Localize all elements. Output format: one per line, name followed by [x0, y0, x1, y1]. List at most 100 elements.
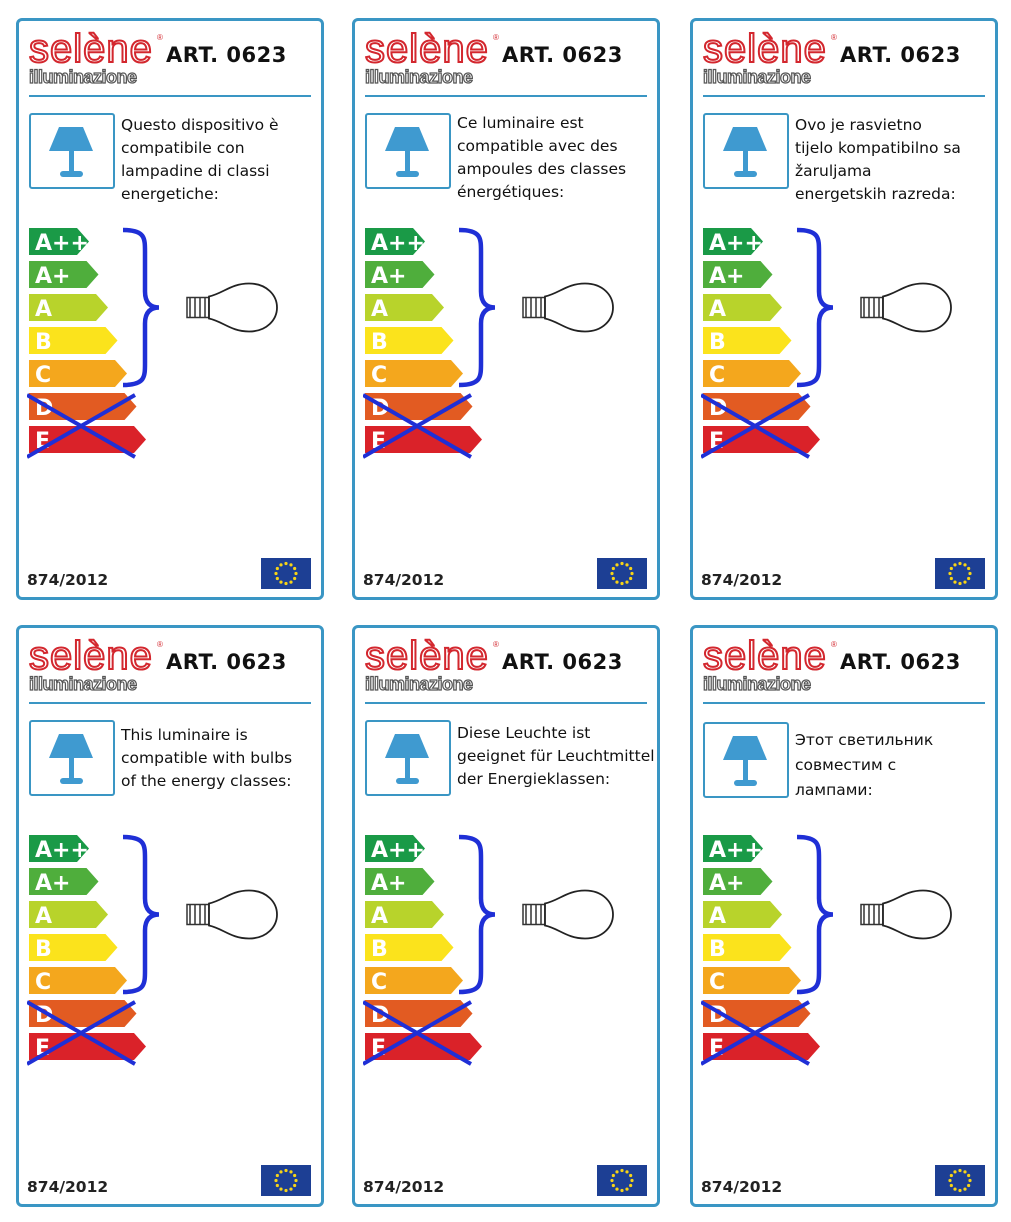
energy-class-bar-Aplus: A+: [29, 261, 99, 289]
compatibility-text-line: This luminaire is: [121, 726, 248, 744]
lamp-icon-box: [29, 113, 115, 189]
lamp-icon-box: [703, 113, 789, 189]
energy-class-bar-B: B: [29, 327, 118, 355]
energy-class-label: C: [709, 970, 725, 995]
regulation-number: 874/2012: [701, 1178, 783, 1196]
energy-class-bar-C: C: [365, 360, 463, 388]
energy-class-label: C: [35, 970, 51, 995]
brand-subtitle: illuminazione: [702, 673, 811, 694]
light-bulb-icon: [186, 282, 278, 333]
energy-class-bar-A: A: [29, 901, 108, 929]
article-number: ART. 0623: [502, 650, 623, 674]
compatibility-text-line: of the energy classes:: [121, 772, 292, 790]
registered-mark: ®: [831, 640, 837, 649]
energy-class-bar-A: A: [365, 294, 444, 322]
brand-name: selène: [702, 26, 827, 72]
lamp-icon-box: [703, 722, 789, 798]
compatibility-text-line: žaruljama: [795, 162, 872, 180]
energy-class-bar-Aplus: A+: [703, 868, 773, 896]
registered-mark: ®: [493, 33, 499, 42]
energy-class-bar-Aplus: A+: [703, 261, 773, 289]
article-number: ART. 0623: [840, 650, 961, 674]
energy-class-label: A+: [371, 871, 406, 896]
brand-subtitle: illuminazione: [28, 673, 137, 694]
energy-class-bar-B: B: [703, 327, 792, 355]
compatibility-text-line: energetskih razreda:: [795, 185, 956, 203]
compatibility-text-line: der Energieklassen:: [457, 770, 611, 788]
energy-class-bar-C: C: [29, 360, 127, 388]
energy-class-bar-A: A: [703, 901, 782, 929]
energy-class-bar-C: C: [29, 967, 127, 995]
excluded-cross-mark: [26, 1000, 136, 1066]
energy-class-bar-Aplusplus: A++: [29, 228, 89, 256]
energy-class-bar-Aplusplus: A++: [365, 835, 425, 863]
compatibility-brace: [796, 834, 834, 995]
energy-class-label: B: [35, 937, 52, 962]
registered-mark: ®: [157, 640, 163, 649]
table-lamp-icon: [49, 734, 93, 784]
energy-class-label: C: [371, 970, 387, 995]
energy-class-label: A++: [35, 838, 89, 863]
energy-class-label: A: [35, 297, 52, 322]
energy-class-bar-C: C: [703, 360, 801, 388]
energy-class-label: C: [709, 363, 725, 388]
energy-class-label: A++: [371, 231, 425, 256]
light-bulb-icon: [186, 889, 278, 940]
energy-class-bar-B: B: [365, 934, 454, 962]
light-bulb-icon: [860, 889, 952, 940]
compatibility-text: This luminaire is compatible with bulbs of…: [121, 724, 319, 793]
excluded-cross-mark: [362, 393, 472, 459]
excluded-cross-mark: [26, 393, 136, 459]
registered-mark: ®: [493, 640, 499, 649]
article-number: ART. 0623: [502, 43, 623, 67]
table-lamp-icon: [723, 127, 767, 177]
regulation-number: 874/2012: [363, 1178, 445, 1196]
header-divider: [365, 95, 647, 97]
lamp-icon-box: [365, 720, 451, 796]
compatibility-text-line: tijelo kompatibilno sa: [795, 139, 961, 157]
energy-class-bar-B: B: [29, 934, 118, 962]
eu-flag-icon: [935, 1165, 985, 1196]
brand-name: selène: [28, 633, 153, 679]
energy-class-label: A+: [709, 871, 744, 896]
compatibility-text-line: Diese Leuchte ist: [457, 724, 591, 742]
energy-class-label: A: [371, 904, 388, 929]
brand-subtitle: illuminazione: [364, 66, 473, 87]
compatibility-text-line: energetiche:: [121, 185, 219, 203]
energy-class-bar-Aplus: A+: [29, 868, 99, 896]
energy-class-bar-A: A: [29, 294, 108, 322]
energy-class-bar-Aplusplus: A++: [703, 228, 763, 256]
energy-class-label: C: [35, 363, 51, 388]
lamp-icon-box: [365, 113, 451, 189]
energy-class-label: A+: [709, 264, 744, 289]
compatibility-text-line: совместим с: [795, 756, 897, 774]
energy-class-label: A: [709, 904, 726, 929]
article-number: ART. 0623: [166, 43, 287, 67]
compatibility-text-line: ampoules des classes: [457, 160, 627, 178]
eu-flag-icon: [597, 1165, 647, 1196]
excluded-cross-mark: [700, 1000, 810, 1066]
energy-class-bar-B: B: [703, 934, 792, 962]
compatibility-text-line: compatible with bulbs: [121, 749, 293, 767]
energy-class-bar-A: A: [703, 294, 782, 322]
energy-class-bar-B: B: [365, 327, 454, 355]
registered-mark: ®: [157, 33, 163, 42]
eu-flag-icon: [261, 1165, 311, 1196]
